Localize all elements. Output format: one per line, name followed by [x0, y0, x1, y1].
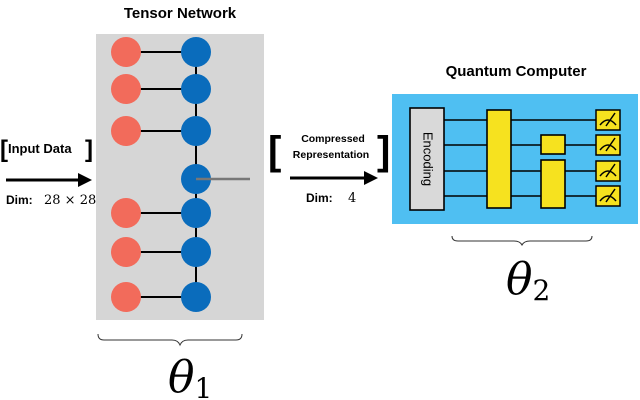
tensor-core-node	[181, 37, 211, 67]
input-arrow-head	[78, 173, 92, 187]
quantum-computer-title: Quantum Computer	[446, 63, 587, 80]
theta1-label: θ1	[168, 352, 212, 400]
input-dim-value: 28 × 28	[44, 193, 96, 208]
input-bracket-right: ]	[85, 136, 93, 163]
compressed-label-line1: Compressed	[301, 133, 365, 145]
compressed-bracket-left: [	[268, 129, 281, 173]
tensor-core-node	[181, 237, 211, 267]
measurement-meter-icon	[595, 109, 621, 131]
theta1-symbol: θ	[168, 352, 195, 400]
input-site-node	[111, 237, 141, 267]
measurement-meter-icon	[595, 134, 621, 156]
tensor-network-chain	[111, 37, 211, 312]
tensor-core-node	[181, 74, 211, 104]
tensor-network-title: Tensor Network	[124, 5, 237, 22]
tensor-core-node	[181, 116, 211, 146]
input-site-node	[111, 198, 141, 228]
encoding-block	[409, 107, 445, 211]
theta1-brace	[97, 333, 243, 347]
theta2-symbol: θ	[506, 254, 533, 305]
compressed-bracket-right: ]	[377, 129, 390, 173]
measurement-meter-icon	[595, 160, 621, 182]
input-site-node	[111, 282, 141, 312]
gate-four-qubit	[486, 109, 512, 209]
input-site-node	[111, 37, 141, 67]
compressed-label-line2: Representation	[293, 149, 369, 161]
theta2-label: θ2	[506, 254, 550, 307]
input-site-node	[111, 116, 141, 146]
input-data-label: Input Data	[8, 141, 72, 156]
encoding-label: Encoding	[421, 132, 436, 186]
measurement-meter-icon	[595, 185, 621, 207]
measurement-meters	[595, 109, 621, 207]
input-site-node	[111, 74, 141, 104]
compressed-dim-value: 4	[348, 191, 356, 206]
input-dim-label: Dim:	[6, 193, 33, 207]
theta2-subscript: 2	[533, 274, 551, 307]
theta2-brace	[451, 235, 593, 247]
input-bracket-left: [	[0, 136, 8, 163]
tensor-core-node	[181, 198, 211, 228]
gate-three-qubit-bottom	[540, 159, 566, 209]
tensor-core-node	[181, 282, 211, 312]
compressed-dim-label: Dim:	[306, 191, 333, 205]
theta1-subscript: 1	[195, 372, 213, 400]
compressed-arrow-head	[364, 171, 378, 185]
gate-two-qubit-top	[540, 134, 566, 155]
